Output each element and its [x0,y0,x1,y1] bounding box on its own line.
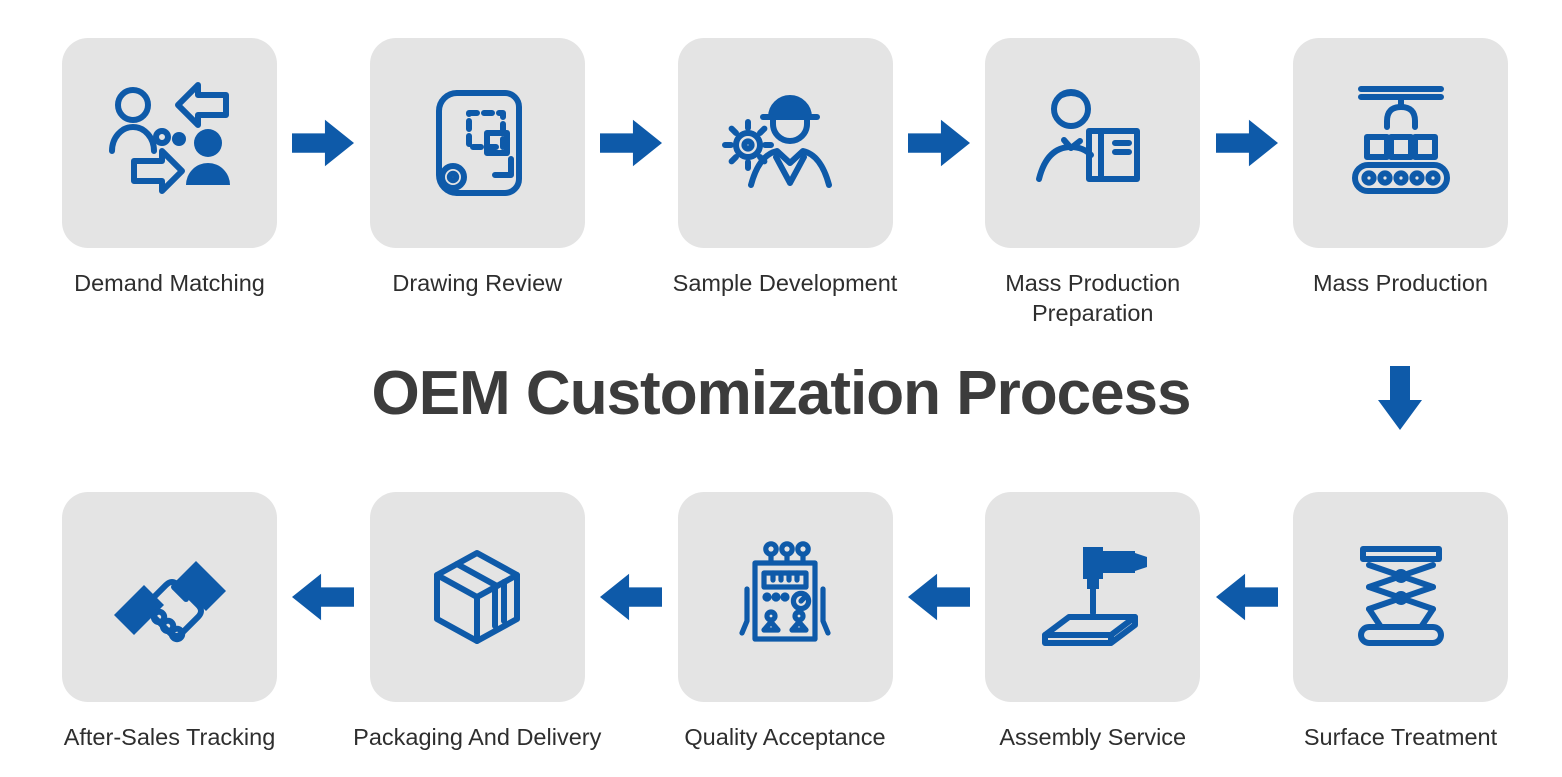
step-label: Mass Production Preparation [1005,270,1181,327]
blueprint-icon [413,79,541,207]
people-exchange-icon [106,79,234,207]
step-mass-production: Mass Production [1293,38,1508,298]
step-box [62,492,277,702]
step-box [1293,38,1508,248]
arrow-left-icon [600,571,663,623]
arrow-left-icon [1215,571,1278,623]
arrow-right-icon [1215,117,1278,169]
step-drawing-review: Drawing Review [369,38,585,298]
step-after-sales-tracking: After-Sales Tracking [62,492,277,752]
step-box [369,38,585,248]
step-label: Drawing Review [392,270,563,296]
arrow-left-icon [907,571,970,623]
step-box [677,38,893,248]
engineer-gear-icon [721,79,849,207]
step-box [1293,492,1508,702]
step-label: Quality Acceptance [684,724,886,750]
scissor-lift-icon [1337,533,1465,661]
package-box-icon [413,533,541,661]
step-sample-development: Sample Development [673,38,897,298]
handshake-icon [106,533,234,661]
step-box [62,38,277,248]
arrow-down-icon [1378,366,1422,430]
step-box [369,492,585,702]
step-box [985,492,1201,702]
step-demand-matching: Demand Matching [62,38,277,298]
diagram-title: OEM Customization Process [371,359,1191,428]
arrow-right-icon [292,117,355,169]
step-label: Mass Production [1312,270,1489,296]
worker-box-icon [1029,79,1157,207]
step-label: Assembly Service [999,724,1187,750]
step-box [677,492,893,702]
step-label: After-Sales Tracking [63,724,276,750]
inspection-panel-icon [721,533,849,661]
arrow-right-icon [600,117,663,169]
process-row-bottom: After-Sales Tracking Packaging And Deliv… [62,492,1508,752]
step-label: Demand Matching [74,270,265,296]
process-row-top: Demand Matching Draw [62,38,1508,328]
step-quality-acceptance: Quality Acceptance [677,492,893,752]
step-surface-treatment: Surface Treatment [1293,492,1508,752]
step-assembly-service: Assembly Service [985,492,1201,752]
drill-icon [1029,533,1157,661]
step-label: Surface Treatment [1303,724,1498,750]
step-label: Sample Development [672,270,898,296]
arrow-left-icon [292,571,355,623]
step-box [985,38,1201,248]
step-mass-production-preparation: Mass Production Preparation [985,38,1201,328]
arrow-right-icon [907,117,970,169]
step-label: Packaging And Delivery [353,724,602,750]
step-packaging-and-delivery: Packaging And Delivery [353,492,601,752]
conveyor-icon [1337,79,1465,207]
